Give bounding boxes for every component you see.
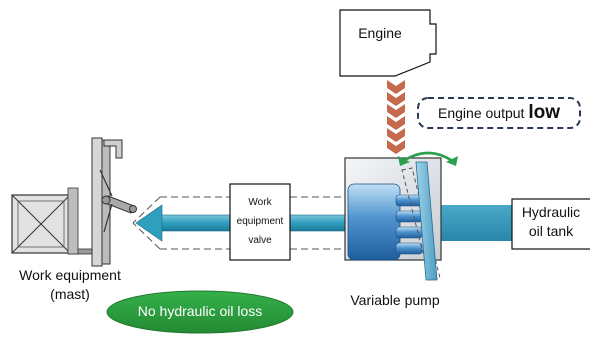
work-equipment-valve: [229, 183, 291, 261]
callout-emphasis: low: [528, 102, 560, 123]
flow-dashed-outline: [132, 196, 348, 250]
engine-output-callout: [417, 97, 581, 129]
work-equipment-mast: [11, 137, 137, 267]
valve-label: Work equipment valve: [230, 193, 290, 250]
pump-label: Variable pump: [350, 292, 440, 308]
valve-label-line1: Work: [248, 197, 272, 208]
status-badge: No hydraulic oil loss: [137, 303, 263, 319]
tank-label-line2: oil tank: [528, 223, 574, 239]
engine-output-callout-text: Engine output low: [420, 102, 578, 125]
variable-pump: [344, 157, 442, 281]
engine-label: Engine: [358, 25, 402, 41]
tank-label-line1: Hydraulic: [521, 204, 581, 220]
work-equipment-label-line1: Work equipment: [19, 267, 121, 283]
status-badge-shape: [106, 290, 294, 334]
work-equipment-label: Work equipment (mast): [0, 266, 140, 304]
work-equipment-label-line2: (mast): [50, 286, 90, 302]
tank-pipe: [440, 205, 512, 241]
drive-shaft-chevrons: [387, 80, 405, 154]
engine-box: [339, 9, 437, 77]
swash-tilt-arrow: [398, 151, 458, 166]
callout-prefix: Engine output: [438, 105, 529, 121]
hydraulic-oil-tank: [511, 198, 590, 250]
valve-label-line3: valve: [248, 235, 272, 246]
valve-label-line2: equipment: [236, 216, 284, 227]
tank-label: Hydraulic oil tank: [512, 203, 590, 241]
